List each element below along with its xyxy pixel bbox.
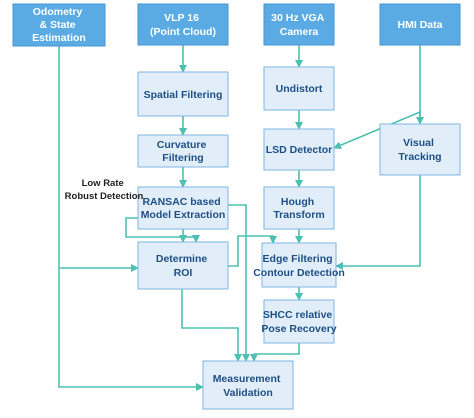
source-camera: 30 Hz VGA Camera [263, 3, 335, 46]
source-hmi-label: HMI Data [398, 19, 443, 31]
arrow-roi-to-validation [181, 289, 242, 362]
source-vlp16: VLP 16 (Point Cloud) [137, 3, 229, 46]
source-camera-label: 30 Hz VGA Camera [271, 12, 327, 38]
step-visual-tracking: Visual Tracking [379, 123, 461, 176]
arrow-odometry-to-validation [58, 46, 204, 391]
step-undistort: Undistort [263, 66, 335, 111]
step-determine-roi: Determine ROI [137, 241, 229, 290]
step-edge-filtering-label: Edge Filtering Contour Detection [253, 253, 345, 279]
source-vlp16-label: VLP 16 (Point Cloud) [150, 12, 216, 38]
step-visual-tracking-label: Visual Tracking [398, 137, 441, 163]
arrow-tracking-to-lsd [333, 110, 421, 149]
source-odometry-label: Odometry & State Estimation [32, 6, 86, 44]
step-measurement-validation-label: Measurement Validation [213, 373, 284, 399]
step-measurement-validation: Measurement Validation [202, 360, 294, 410]
arrow-tracking-to-edge [335, 175, 421, 270]
step-curvature-filtering: Curvature Filtering [137, 134, 229, 168]
step-ransac: RANSAC based Model Extraction [137, 186, 229, 230]
step-lsd-detector: LSD Detector [263, 128, 335, 171]
annotation-low-rate: Low Rate Robust Detection [65, 178, 144, 202]
step-edge-filtering: Edge Filtering Contour Detection [253, 242, 345, 288]
step-spatial-filtering: Spatial Filtering [137, 71, 229, 117]
step-curvature-filtering-label: Curvature Filtering [157, 139, 210, 164]
step-spatial-filtering-label: Spatial Filtering [144, 89, 223, 101]
source-hmi: HMI Data [379, 3, 461, 46]
step-shcc: SHCC relative Pose Recovery [261, 299, 337, 344]
step-shcc-label: SHCC relative Pose Recovery [261, 309, 336, 335]
arrow-ransac-to-validation [228, 204, 250, 362]
source-odometry: Odometry & State Estimation [12, 3, 106, 47]
step-lsd-detector-label: LSD Detector [266, 144, 333, 156]
arrow-roi-to-edge [228, 235, 277, 267]
arrow-shcc-to-validation [250, 343, 300, 362]
annotation-low-rate-label: Low Rate Robust Detection [65, 178, 144, 202]
step-hough-transform: Hough Transform [263, 186, 335, 230]
step-determine-roi-label: Determine ROI [156, 253, 210, 279]
step-undistort-label: Undistort [276, 83, 323, 95]
step-hough-transform-label: Hough Transform [273, 196, 324, 221]
step-ransac-label: RANSAC based Model Extraction [141, 196, 226, 221]
arrow-ransac-lowrate-loop [125, 217, 200, 243]
connectors [58, 45, 424, 391]
